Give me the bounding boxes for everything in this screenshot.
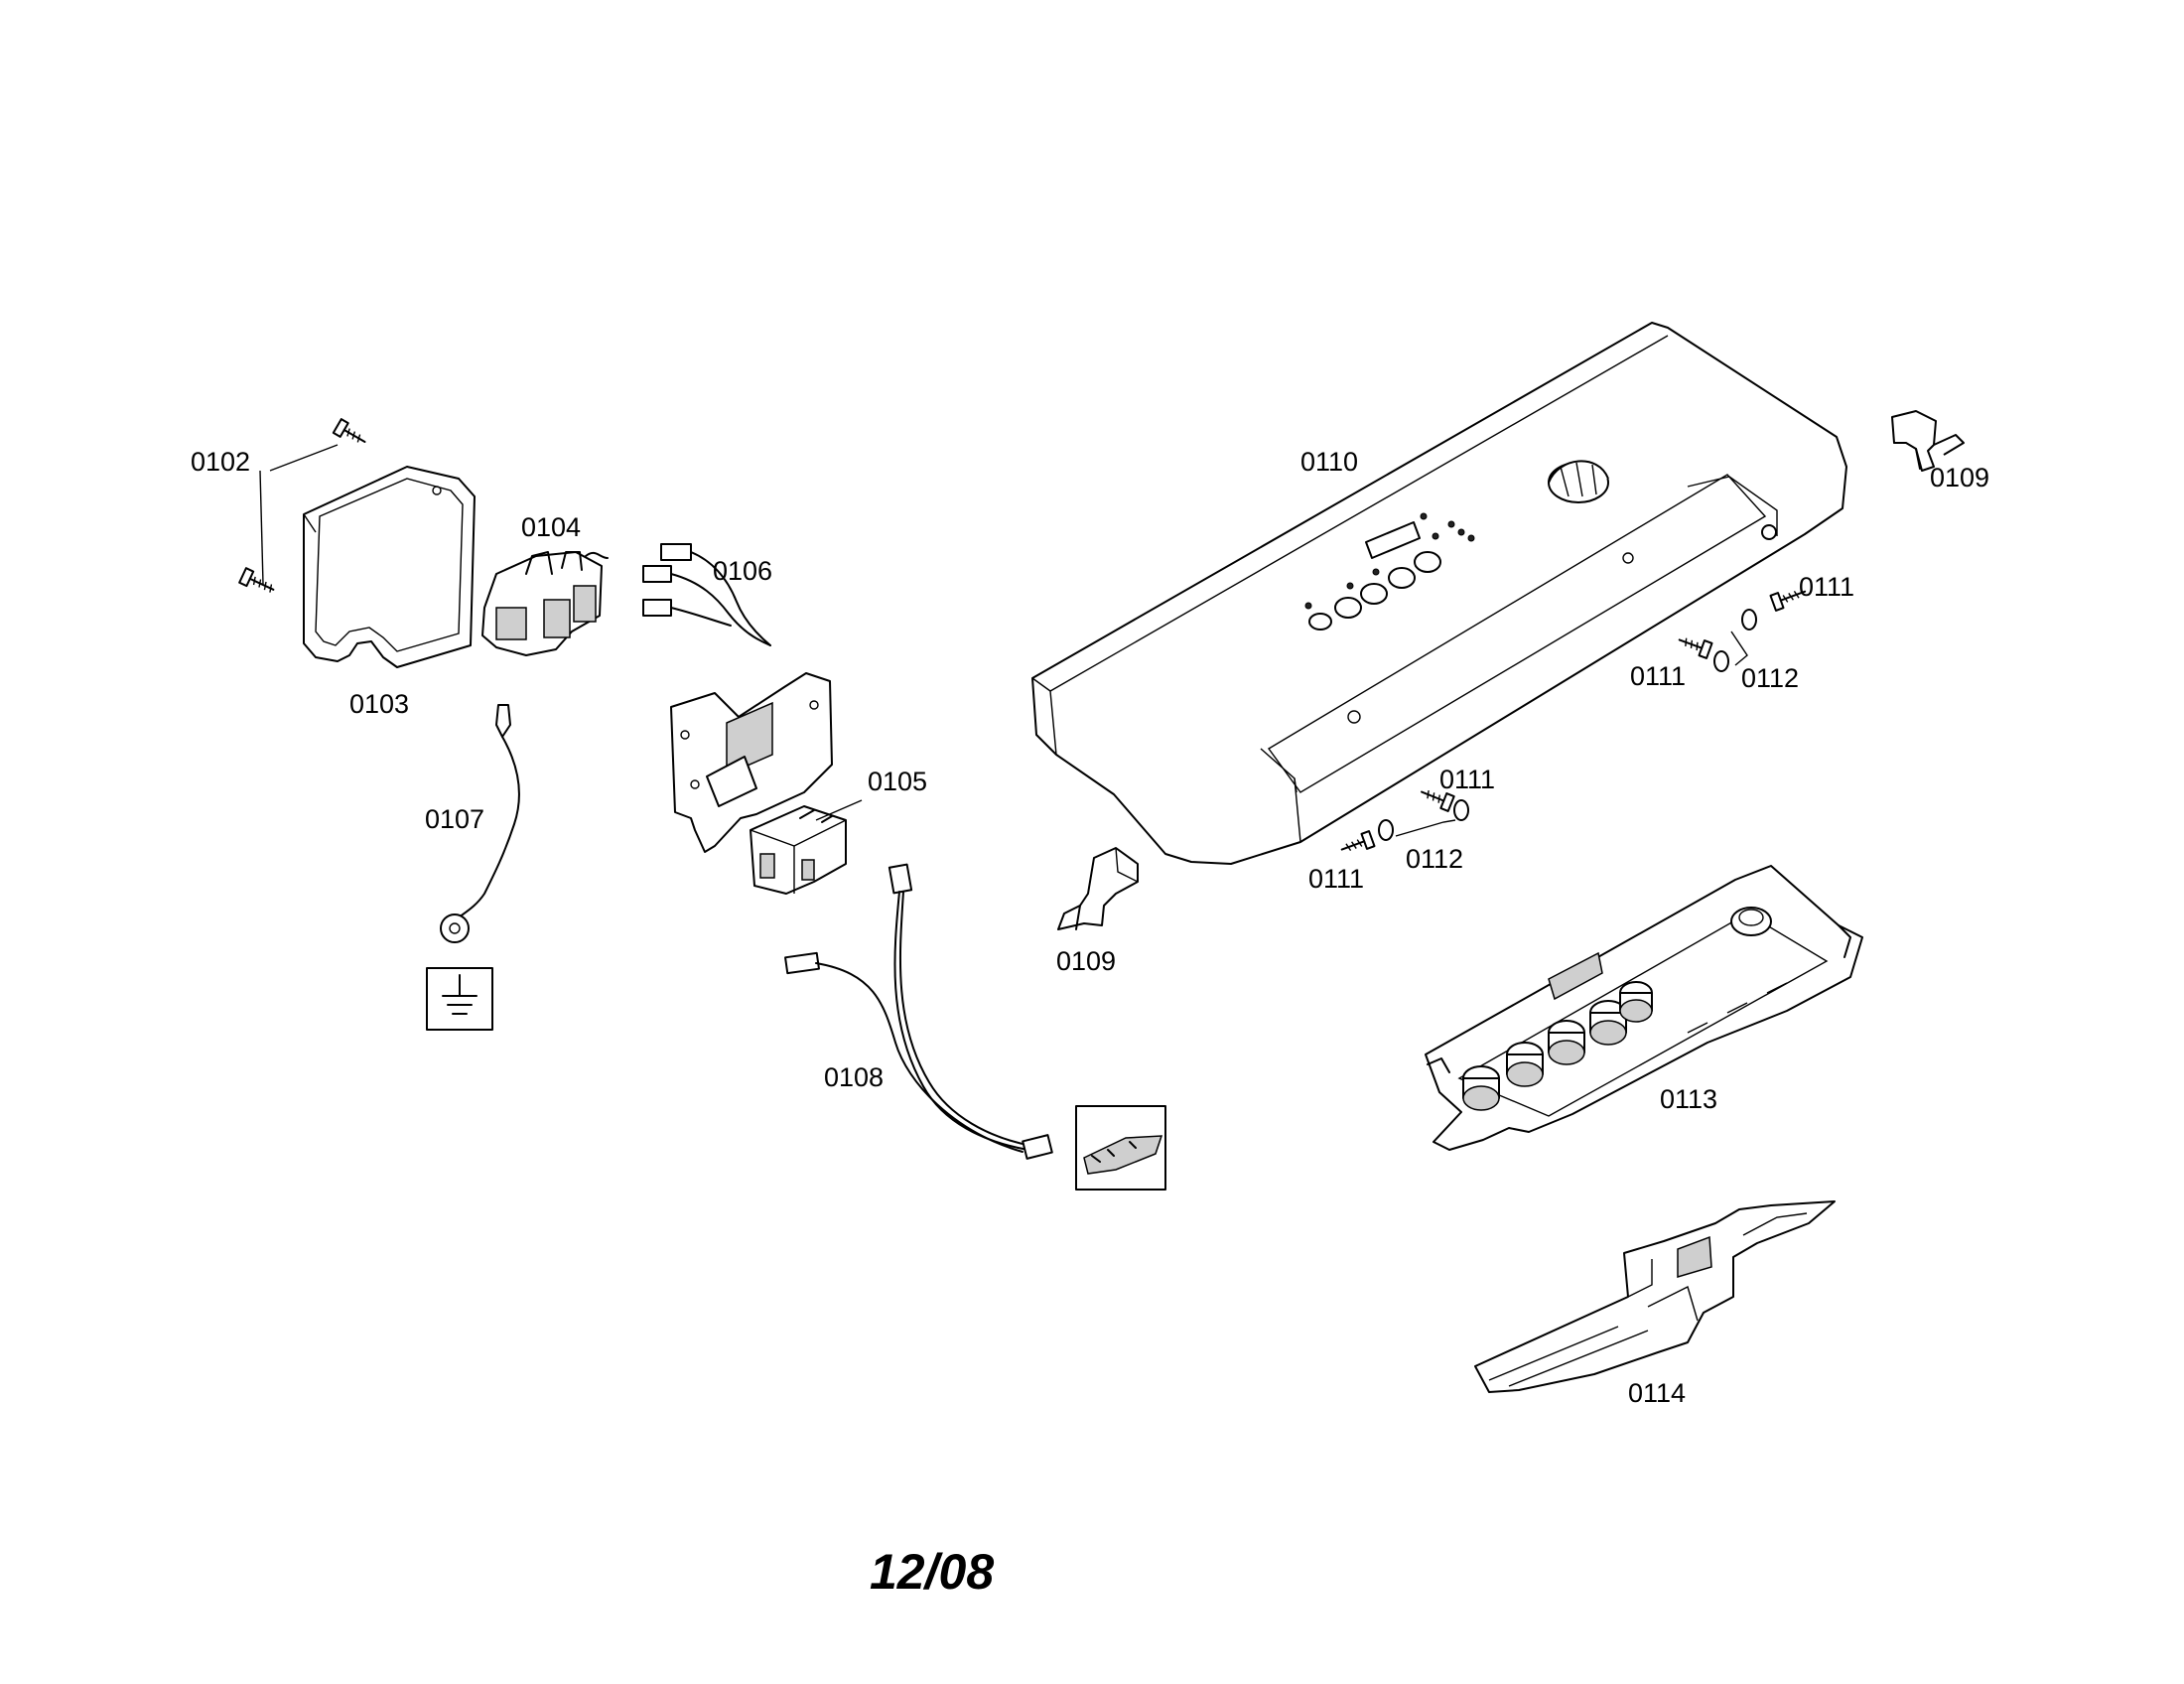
part-0113-control-module [1425, 865, 1863, 1151]
part-0103-cover [303, 466, 476, 668]
label-0109-right: 0109 [1930, 463, 1989, 492]
label-0109-left: 0109 [1056, 946, 1116, 976]
label-0114: 0114 [1628, 1378, 1686, 1408]
part-0104-terminal-block [481, 551, 609, 656]
part-0105-switch [750, 799, 863, 895]
part-0108-board-inset [1075, 1105, 1166, 1191]
label-0111-a: 0111 [1799, 572, 1854, 602]
label-0106: 0106 [713, 556, 772, 586]
part-0108-wire-harness [784, 863, 1053, 1160]
label-0111-c: 0111 [1439, 765, 1495, 794]
part-labels: 0102 0103 0104 0105 0106 0107 0108 0109 … [191, 447, 1989, 1408]
part-0110-control-panel [1031, 322, 1847, 865]
label-0111-b: 0111 [1630, 661, 1686, 691]
revision-date: 12/08 [870, 1544, 994, 1600]
label-0111-d: 0111 [1308, 864, 1364, 894]
label-0110: 0110 [1300, 447, 1358, 477]
ground-symbol-icon [426, 967, 493, 1031]
part-0105-bracket [670, 672, 833, 853]
part-0111-0112-fasteners-lower [1340, 789, 1469, 851]
label-0107: 0107 [425, 804, 484, 834]
label-0108: 0108 [824, 1062, 884, 1092]
label-0112-b: 0112 [1406, 844, 1463, 874]
part-0107-ground-wire [440, 704, 520, 943]
part-0114-support-bracket [1474, 1200, 1836, 1393]
label-0113: 0113 [1660, 1084, 1717, 1114]
part-0109-clip-right [1891, 410, 1965, 472]
part-0111-0112-fasteners-upper [1678, 590, 1807, 672]
label-0103: 0103 [349, 689, 409, 719]
label-0104: 0104 [521, 512, 581, 542]
part-0109-clip-left [1057, 847, 1139, 930]
part-0106-wire-connectors [642, 543, 771, 646]
label-0105: 0105 [868, 767, 927, 796]
label-0102: 0102 [191, 447, 250, 477]
part-0102-screws [238, 418, 366, 593]
label-0112-a: 0112 [1741, 663, 1799, 693]
